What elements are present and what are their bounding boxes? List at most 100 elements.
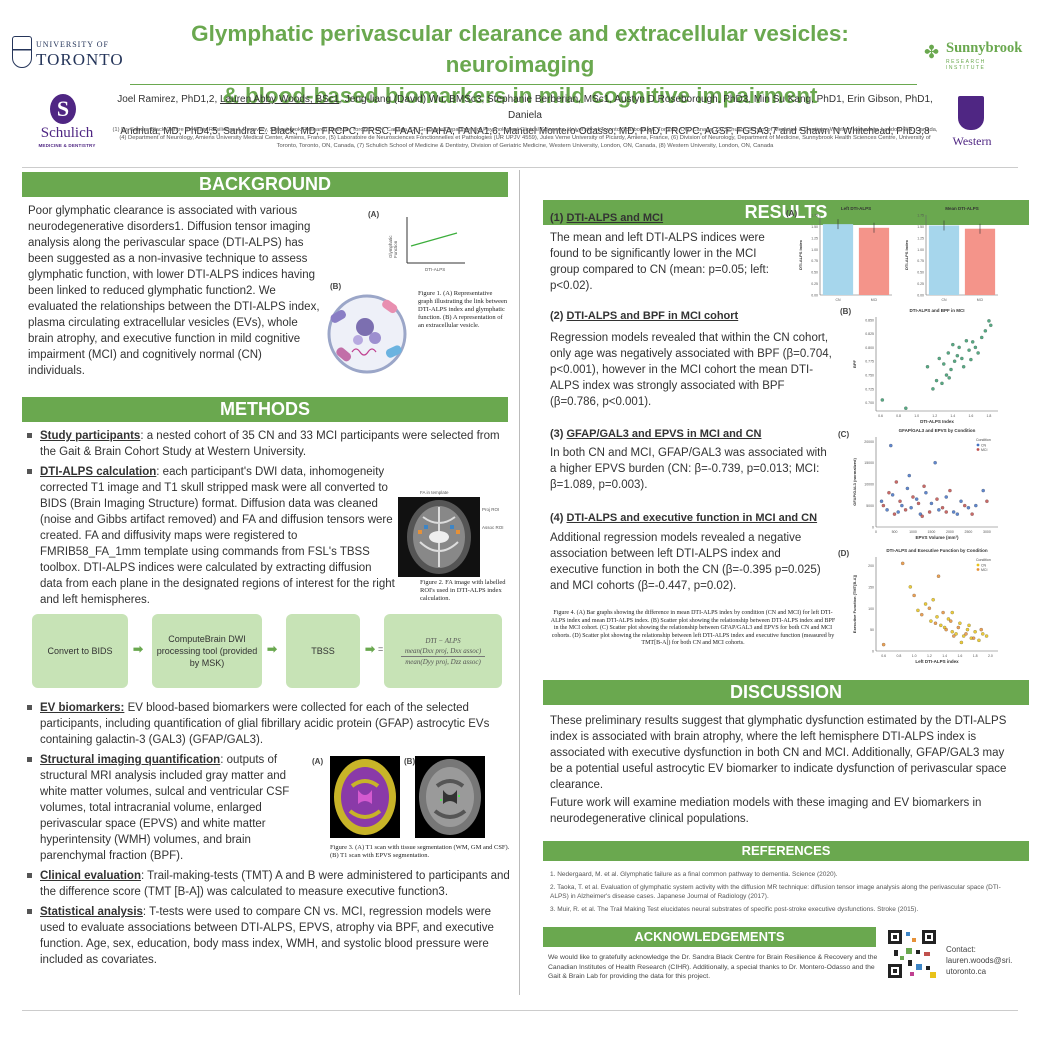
contact-email-line2[interactable]: utoronto.ca [946, 967, 987, 976]
data-point [939, 623, 943, 628]
data-point [927, 606, 932, 610]
y-tick-label: 50 [870, 628, 874, 632]
y-tick-label: 0 [872, 650, 874, 654]
data-point [944, 627, 948, 632]
data-point [935, 615, 939, 619]
legend-swatch [976, 568, 980, 571]
data-point [942, 362, 946, 366]
y-tick-label: 0.00 [917, 294, 924, 298]
header-divider [22, 167, 1018, 168]
bar [822, 224, 854, 295]
y-tick-label: 10000 [864, 483, 874, 487]
legend-title: Condition [976, 438, 991, 442]
x-tick-label: 500 [892, 530, 898, 534]
x-tick-label: 1.8 [987, 414, 992, 418]
y-tick-label: 1.25 [811, 236, 818, 240]
schulich-logo: S Schulich MEDICINE & DENTISTRY [22, 94, 112, 154]
data-point [947, 376, 951, 380]
data-point [989, 323, 993, 327]
chart-title: GFAP/GAL3 and EPVS by Condition [899, 428, 976, 433]
fig1-a-xlabel: DTI-ALPS [425, 267, 446, 272]
data-point [946, 617, 951, 621]
y-tick-label: 0.725 [865, 387, 874, 391]
y-tick-label: 200 [868, 564, 874, 568]
x-tick-label: MCI [977, 298, 983, 302]
legend-entry: MCI [981, 568, 987, 572]
data-point [941, 610, 945, 615]
x-tick-label: 1.8 [973, 654, 978, 658]
arrow-right-icon: ➡ [267, 642, 278, 656]
flow-step-bids: Convert to BIDS [32, 614, 128, 688]
footer-rule [22, 1010, 1018, 1011]
bar [964, 228, 996, 295]
x-axis-label: EPVS Volume (mm³) [916, 535, 959, 540]
data-point [971, 636, 976, 640]
data-point [904, 406, 908, 410]
crest-icon [12, 36, 32, 68]
y-tick-label: 15000 [864, 461, 874, 465]
data-point [912, 593, 916, 598]
y-tick-label: 0.750 [865, 374, 874, 378]
chart-title: DTI-ALPS and BPF in MCI [910, 308, 965, 313]
y-tick-label: 0.75 [811, 259, 818, 263]
sunnybrook-name: Sunnybrook [946, 40, 1023, 56]
y-tick-label: 0.25 [917, 282, 924, 286]
x-tick-label: 1.4 [942, 654, 947, 658]
y-tick-label: 0 [872, 526, 874, 530]
result-4-title: (4) DTI-ALPS and executive function in M… [550, 512, 818, 524]
data-point [952, 634, 956, 638]
data-point [887, 491, 891, 495]
data-point [911, 495, 915, 499]
x-tick-label: 3000 [983, 530, 991, 534]
data-point [903, 508, 908, 512]
data-point [951, 510, 956, 514]
result-1-title: (1) DTI-ALPS and MCI [550, 212, 664, 224]
data-point [981, 488, 985, 493]
western-name: Western [952, 134, 992, 148]
discussion-para-2: Future work will examine mediation model… [550, 797, 982, 825]
data-point [905, 486, 910, 491]
y-tick-label: 1.00 [917, 248, 924, 252]
x-tick-label: 2500 [965, 530, 973, 534]
data-point [937, 508, 941, 512]
bar [858, 227, 890, 295]
item-key: DTI-ALPS calculation [40, 466, 157, 478]
data-point [964, 632, 968, 636]
data-point [976, 351, 980, 355]
result-2-text: Regression models revealed that within t… [550, 332, 832, 408]
x-tick-label: 0.6 [878, 414, 883, 418]
bar [928, 225, 960, 295]
result-4-text: Additional regression models revealed a … [550, 532, 821, 592]
x-tick-label: 1.6 [968, 414, 973, 418]
data-point [956, 625, 961, 630]
contact-email-line1[interactable]: lauren.woods@sri. [946, 956, 1013, 965]
x-tick-label: 2.0 [988, 654, 993, 658]
item-text: : outputs of structural MRI analysis inc… [40, 754, 290, 862]
epvs-segmentation-image [415, 756, 485, 838]
x-tick-label: 1500 [928, 530, 936, 534]
data-point [970, 512, 974, 516]
fig2-title: FA in template [420, 490, 449, 495]
fig1-b-label: (B) [330, 282, 342, 291]
qr-code-icon[interactable] [886, 928, 938, 980]
leaf-icon: ✤ [924, 42, 940, 62]
data-point [896, 510, 900, 514]
x-tick-label: 1000 [909, 530, 917, 534]
item-key: Study participants [40, 430, 141, 442]
data-point [954, 632, 958, 636]
discussion-para-1: These preliminary results suggest that g… [550, 715, 1007, 791]
data-point [937, 356, 941, 361]
data-point [881, 642, 886, 647]
data-point [931, 387, 935, 391]
data-point [961, 365, 966, 369]
uoft-logo: UNIVERSITY OF TORONTO [12, 36, 127, 76]
fig2-caption: Figure 2. FA image with labelled ROI's u… [420, 579, 506, 602]
data-point [916, 608, 920, 613]
data-point [959, 640, 964, 645]
data-point [973, 630, 977, 634]
data-point [907, 473, 911, 478]
fig4-d-label: (D) [838, 549, 850, 558]
data-point [980, 335, 984, 340]
y-tick-label: 0.25 [811, 282, 818, 286]
